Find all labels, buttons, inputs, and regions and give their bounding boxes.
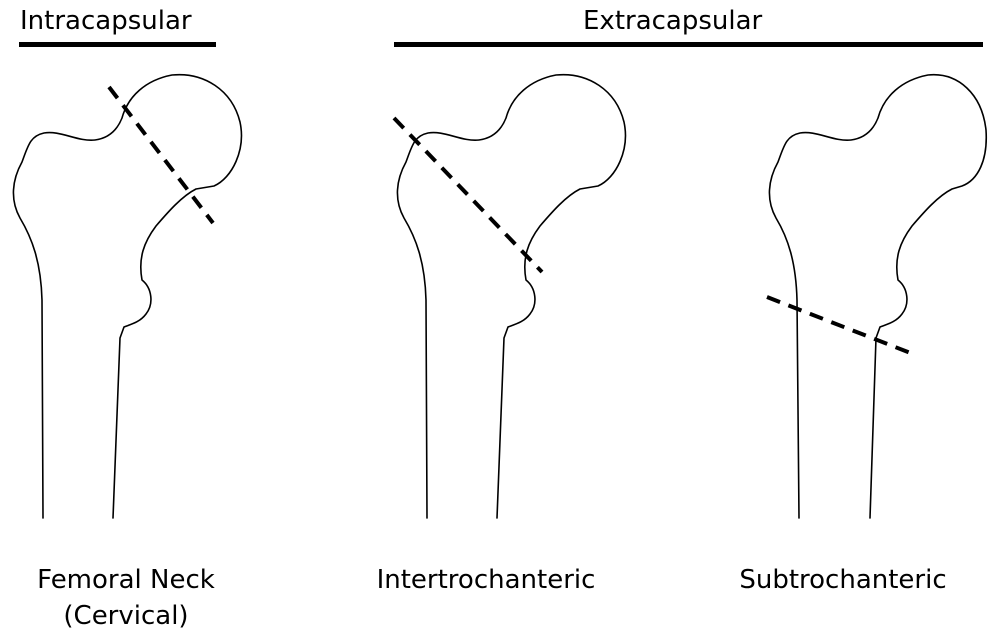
caption-femoral-neck-line1: Femoral Neck	[10, 562, 242, 598]
caption-intertrochanteric: Intertrochanteric	[356, 562, 616, 598]
femur-intertrochanteric	[394, 75, 625, 518]
caption-femoral-neck-line2: (Cervical)	[10, 598, 242, 634]
femur-femoral-neck	[13, 75, 241, 518]
fracture-line-subtrochanteric	[767, 297, 913, 354]
femur-subtrochanteric	[767, 75, 986, 518]
caption-femoral-neck: Femoral Neck (Cervical)	[10, 562, 242, 634]
femur-outline-subtrochanteric	[769, 75, 986, 518]
femur-outline-intertrochanteric	[397, 75, 625, 518]
fracture-line-femoral-neck	[109, 87, 213, 223]
femur-outline-femoral-neck	[13, 75, 241, 518]
fracture-line-intertrochanteric	[394, 118, 542, 272]
caption-subtrochanteric: Subtrochanteric	[718, 562, 968, 598]
